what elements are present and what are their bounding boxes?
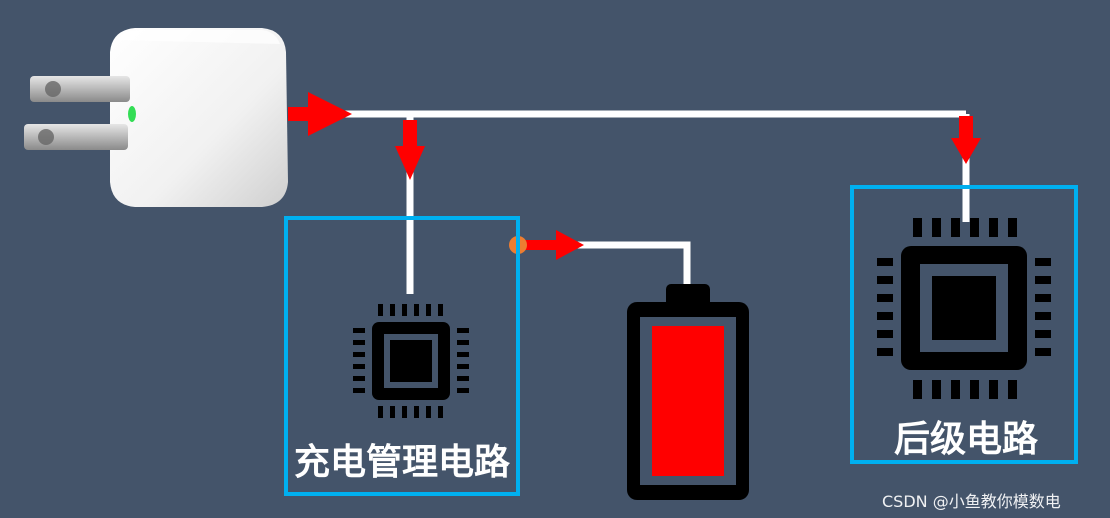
arrow-right-battery <box>524 230 584 260</box>
arrow-down-post <box>951 116 981 164</box>
charge-circuit-label: 充电管理电路 <box>294 433 510 485</box>
led-indicator <box>128 106 136 122</box>
wires <box>300 114 966 294</box>
chip-icon-charge <box>353 304 469 418</box>
wire-to-battery <box>518 245 687 288</box>
arrow-right-main <box>288 92 352 136</box>
watermark: CSDN @小鱼教你模数电 <box>882 488 1061 512</box>
chip-icon-post <box>877 218 1051 399</box>
battery-level-fill <box>652 326 724 476</box>
post-circuit-label: 后级电路 <box>894 410 1038 462</box>
battery-icon <box>627 284 749 500</box>
power-adapter-icon <box>24 28 288 207</box>
arrow-down-charge <box>395 120 425 180</box>
